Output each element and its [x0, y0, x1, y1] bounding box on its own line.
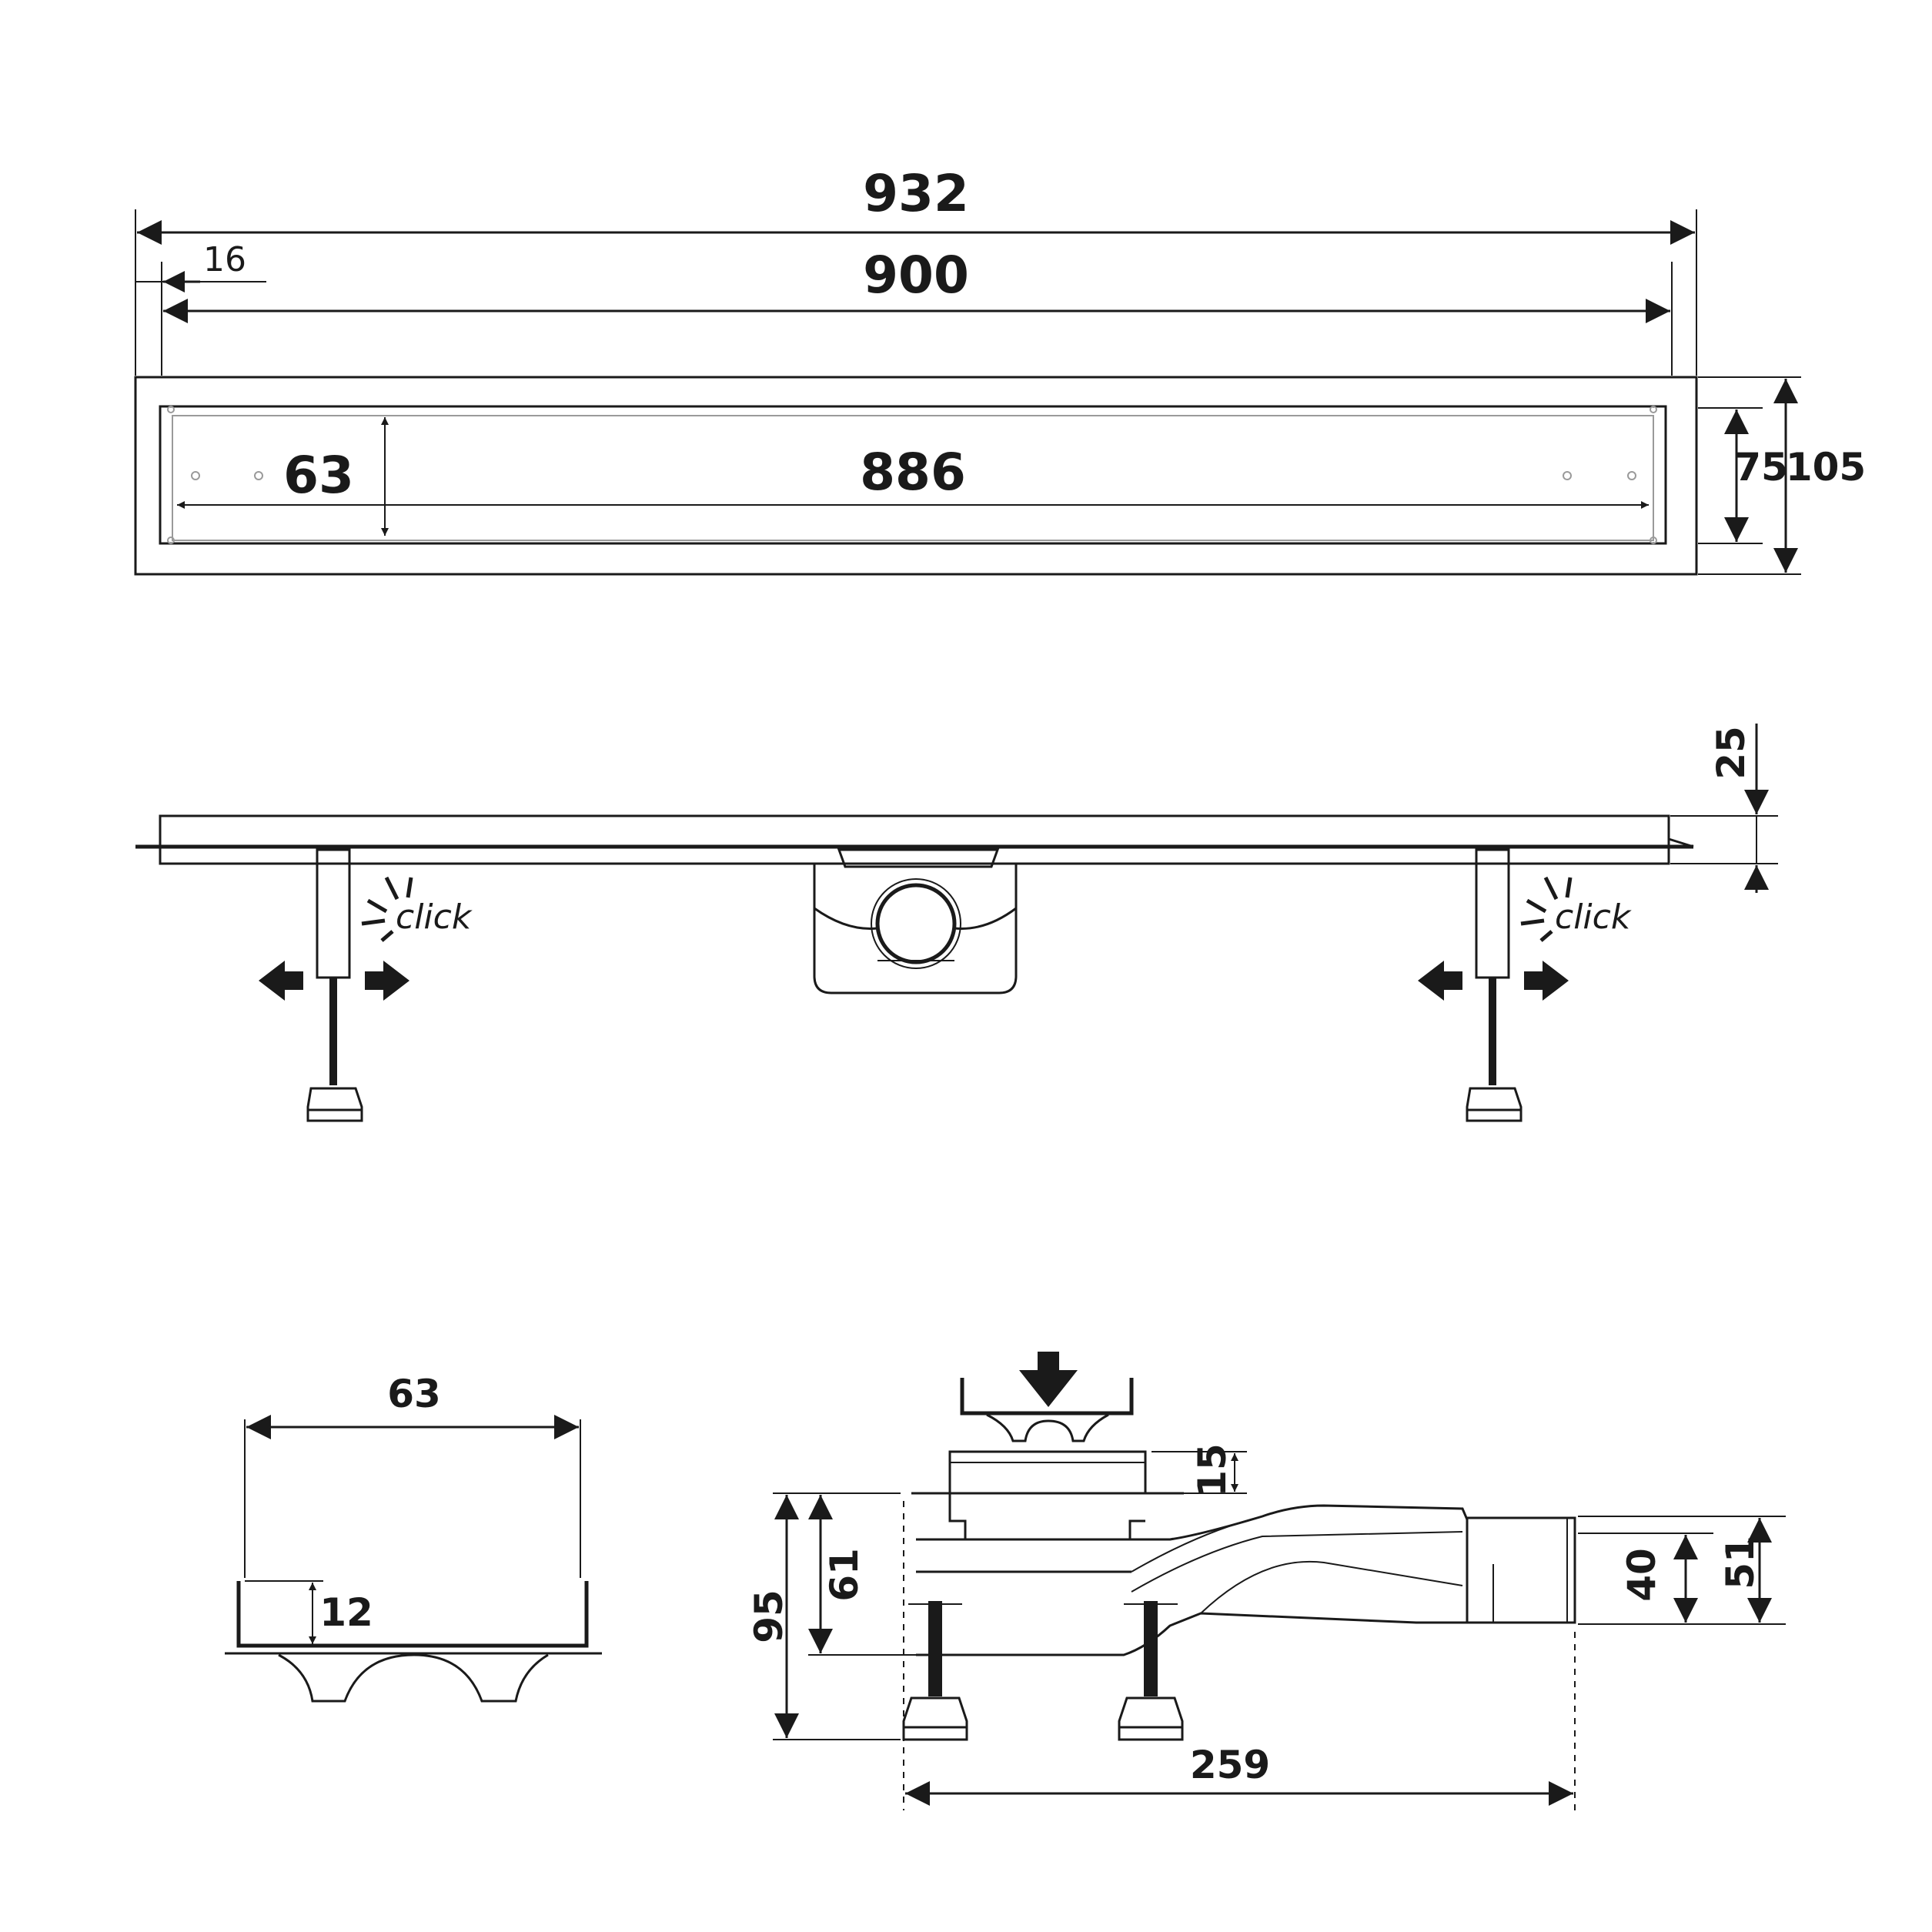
dim-total-height: 95: [747, 1589, 791, 1643]
dim-body-length: 900: [863, 246, 969, 305]
arrow-right-icon: [1524, 961, 1569, 1001]
dim-trap-depth: 15: [1190, 1443, 1235, 1497]
top-view: 932 900 16 886 63 75 105: [134, 164, 1866, 576]
channel-body: [159, 814, 1670, 865]
grate-section: 63 12: [225, 1372, 602, 1703]
arrow-left-icon: [1418, 961, 1462, 1001]
right-leg: click: [1418, 848, 1632, 1122]
click-label-left: click: [396, 897, 473, 937]
outlet-pipe: [813, 848, 1018, 994]
click-burst-icon: [1520, 876, 1573, 942]
arrow-right-icon: [365, 961, 409, 1001]
arrow-left-icon: [259, 961, 303, 1001]
dim-grate-length: 886: [860, 443, 966, 502]
dim-body-height: 61: [822, 1548, 867, 1602]
dim-offset: 16: [203, 240, 246, 279]
drain-foot-right: [1118, 1601, 1184, 1741]
drain-frame-inner: [159, 405, 1667, 545]
dim-outlet-inner: 40: [1619, 1548, 1664, 1602]
dim-overall-length: 932: [863, 164, 969, 223]
dim-grate-section-width: 63: [387, 1372, 441, 1416]
dim-outer-width: 105: [1786, 445, 1866, 490]
grate-outline: [172, 415, 1654, 541]
left-leg: click: [259, 848, 473, 1122]
click-burst-icon: [361, 876, 413, 942]
dim-grate-depth: 12: [319, 1590, 373, 1635]
drain-section: 15 95 61: [747, 1352, 1786, 1810]
click-label-right: click: [1555, 897, 1632, 937]
side-view: 25 click: [135, 724, 1778, 1122]
grate-profile: [236, 1581, 589, 1648]
dim-inner-width: 75: [1734, 445, 1788, 490]
drain-body: [916, 1504, 1469, 1656]
drain-foot-left: [902, 1601, 968, 1741]
dim-drain-length: 259: [1190, 1743, 1270, 1787]
arrow-down-icon: [1019, 1352, 1078, 1407]
grate-insert: [960, 1378, 1134, 1416]
dim-side-height: 25: [1709, 726, 1753, 780]
dim-outlet-outer: 51: [1718, 1536, 1763, 1589]
dim-grate-width: 63: [283, 446, 354, 505]
drain-frame-outer: [134, 376, 1698, 576]
